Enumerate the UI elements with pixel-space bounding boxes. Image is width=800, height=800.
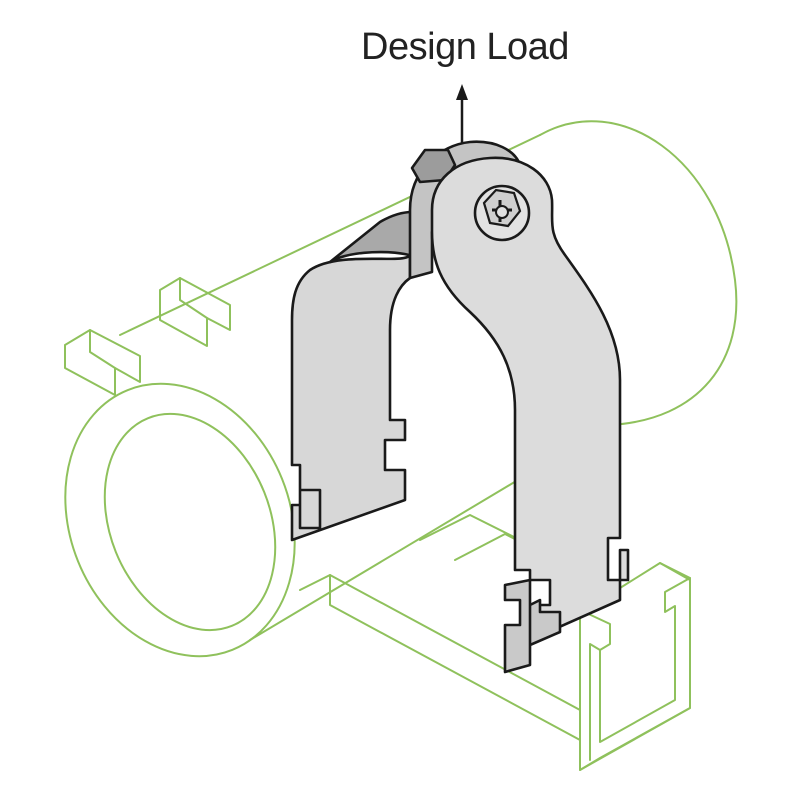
channel-body	[299, 562, 691, 771]
clamp-front-strap	[430, 156, 630, 642]
channel-left-flange	[159, 277, 231, 347]
pipe-clamp	[290, 140, 630, 674]
clamp-screw-icon	[473, 184, 531, 242]
clamp-bolt-nut	[410, 148, 457, 184]
pipe-near-end-inner	[103, 412, 277, 632]
pipe-near-end-outer	[64, 382, 296, 658]
clamp-back-strap	[290, 213, 412, 542]
design-load-arrow	[456, 84, 468, 145]
clamp-top-band	[328, 210, 414, 264]
pipe-far-end	[539, 120, 738, 426]
channel-end-section	[579, 577, 691, 771]
clamp-front-tab	[503, 578, 562, 674]
design-load-label: Design Load	[361, 26, 569, 68]
channel-far-flange	[64, 329, 141, 396]
